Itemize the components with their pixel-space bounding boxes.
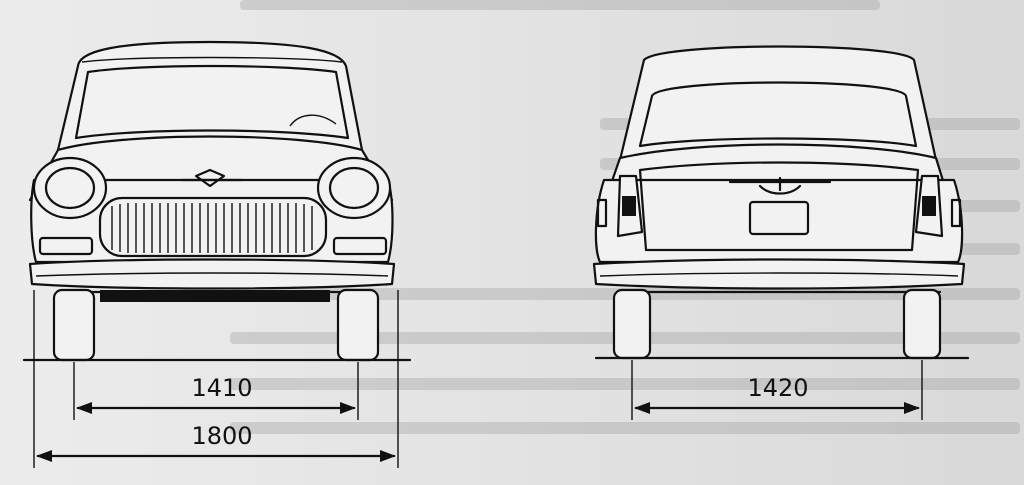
front-left-wheel (52, 288, 96, 362)
front-bumper (28, 258, 396, 290)
rear-window (638, 81, 918, 148)
rear-left-wheel (612, 288, 652, 360)
front-track-dimension-label: 1410 (191, 374, 252, 402)
front-right-parking-lamp (332, 236, 388, 256)
front-grille (98, 196, 328, 258)
front-left-headlight (32, 156, 108, 220)
front-right-headlight (316, 156, 392, 220)
rear-emblem (728, 176, 832, 195)
front-windshield (74, 64, 350, 140)
front-width-arrowhead-right (380, 450, 396, 462)
rear-view: 1420 (592, 45, 970, 420)
rear-left-side-marker (596, 198, 608, 228)
front-roof (56, 40, 364, 152)
front-emblem (180, 168, 244, 188)
front-right-headlight-lens (328, 166, 380, 210)
front-bumper-line (35, 272, 389, 277)
rear-left-taillight-lens (622, 196, 636, 216)
front-track-arrowhead-left (76, 402, 92, 414)
rear-right-side-marker (950, 198, 962, 228)
front-roof-line (81, 56, 343, 63)
rear-track-arrowhead-right (904, 402, 920, 414)
front-track-arrowhead-right (340, 402, 356, 414)
rear-bumper (592, 258, 966, 290)
front-left-parking-lamp (38, 236, 94, 256)
rear-license-plate (748, 200, 810, 236)
front-right-wheel (336, 288, 380, 362)
rear-trunk-lid (638, 161, 920, 252)
front-view: 1410 1800 (22, 40, 412, 468)
rear-roof (618, 45, 938, 162)
front-left-headlight-lens (44, 166, 96, 210)
front-undercarriage (100, 290, 330, 302)
front-width-dimension-label: 1800 (191, 422, 252, 450)
front-grille-bars (111, 203, 313, 253)
rear-bumper-line (599, 272, 959, 277)
front-width-arrowhead-left (36, 450, 52, 462)
rear-right-taillight-lens (922, 196, 936, 216)
steering-wheel (289, 114, 337, 127)
rear-track-dimension-label: 1420 (747, 374, 808, 402)
rear-right-wheel (902, 288, 942, 360)
rear-track-arrowhead-left (634, 402, 650, 414)
